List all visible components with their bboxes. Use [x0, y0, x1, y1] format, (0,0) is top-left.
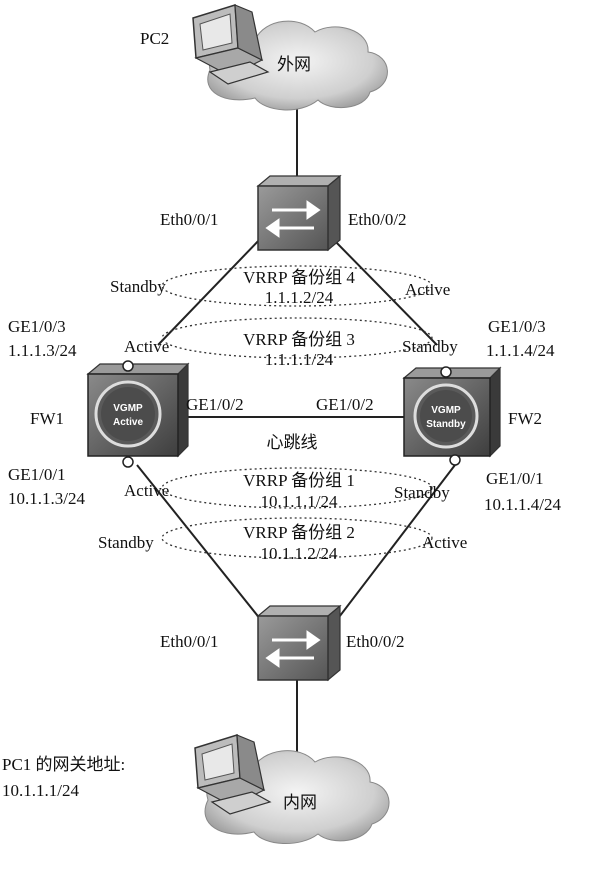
fw2-port-top	[440, 366, 452, 378]
fw1-lower-port: GE1/0/1	[8, 465, 66, 484]
pc1-gateway-line1: PC1 的网关地址:	[2, 755, 125, 774]
fw1-heartbeat-port: GE1/0/2	[186, 395, 244, 414]
fw2-heartbeat-port: GE1/0/2	[316, 395, 374, 414]
vrrp-group-1-ellipse	[161, 467, 433, 509]
link-top-switch-fw2	[329, 235, 438, 346]
vrrp-group-4-label: VRRP 备份组 4	[243, 268, 355, 287]
top-switch-port-right: Eth0/0/2	[348, 210, 407, 229]
vrrp-group-4-ip: 1.1.1.2/24	[265, 288, 334, 307]
vrrp-group-2-ellipse	[161, 517, 433, 559]
fw2-lower-port: GE1/0/1	[486, 469, 544, 488]
fw2-port-bottom	[449, 454, 461, 466]
vrrp-group-2-ip: 10.1.1.2/24	[261, 544, 338, 563]
fw2-firewall-icon: VGMP Standby	[402, 366, 502, 466]
fw1-port-bottom	[122, 456, 134, 468]
fw1-label: FW1	[30, 409, 64, 428]
pc1-computer-icon	[194, 734, 272, 815]
vrrp-group-4-ellipse	[161, 265, 433, 307]
pc2-computer-icon	[192, 4, 270, 85]
vrrp-group-3-left-state: Active	[124, 337, 169, 356]
fw2-vgmp-line2: Standby	[426, 419, 466, 430]
fw2-lower-ip: 10.1.1.4/24	[484, 495, 561, 514]
fw1-vgmp-line1: VGMP	[113, 403, 143, 414]
vrrp-group-4-left-state: Standby	[110, 277, 166, 296]
vrrp-group-1-ip: 10.1.1.1/24	[261, 492, 338, 511]
link-fw2-bottom-switch	[332, 464, 456, 626]
vrrp-groups	[161, 265, 433, 559]
vrrp-group-3-ip: 1.1.1.1/24	[265, 350, 334, 369]
top-switch-icon	[256, 174, 342, 252]
vrrp-group-3-right-state: Standby	[402, 337, 458, 356]
links	[136, 98, 456, 760]
fw2-upper-ip: 1.1.1.4/24	[486, 341, 555, 360]
pc2-label: PC2	[140, 29, 169, 48]
fw2-vgmp-line1: VGMP	[431, 405, 461, 416]
fw1-firewall-icon: VGMP Active	[86, 360, 190, 468]
external-network-label: 外网	[277, 55, 311, 74]
fw2-upper-port: GE1/0/3	[488, 317, 546, 336]
vrrp-group-2-right-state: Active	[422, 533, 467, 552]
heartbeat-label: 心跳线	[267, 433, 318, 452]
bottom-switch-port-right: Eth0/0/2	[346, 632, 405, 651]
pc1-gateway-line2: 10.1.1.1/24	[2, 781, 79, 800]
link-top-switch-fw1	[157, 235, 264, 346]
internal-network-label: 内网	[283, 793, 317, 812]
vrrp-group-2-label: VRRP 备份组 2	[243, 523, 355, 542]
fw1-lower-ip: 10.1.1.3/24	[8, 489, 85, 508]
vrrp-group-1-label: VRRP 备份组 1	[243, 471, 355, 490]
fw1-vgmp-line2: Active	[113, 417, 143, 428]
vrrp-group-2-left-state: Standby	[98, 533, 154, 552]
vrrp-group-4-right-state: Active	[405, 280, 450, 299]
vrrp-group-3-label: VRRP 备份组 3	[243, 330, 355, 349]
vrrp-group-1-right-state: Standby	[394, 483, 450, 502]
link-fw1-bottom-switch	[136, 464, 266, 626]
bottom-switch-port-left: Eth0/0/1	[160, 632, 219, 651]
fw2-label: FW2	[508, 409, 542, 428]
fw1-upper-ip: 1.1.1.3/24	[8, 341, 77, 360]
vrrp-group-3-ellipse	[161, 317, 433, 359]
vrrp-group-1-left-state: Active	[124, 481, 169, 500]
fw1-upper-port: GE1/0/3	[8, 317, 66, 336]
top-switch-port-left: Eth0/0/1	[160, 210, 219, 229]
fw1-port-top	[122, 360, 134, 372]
bottom-switch-icon	[256, 604, 342, 682]
